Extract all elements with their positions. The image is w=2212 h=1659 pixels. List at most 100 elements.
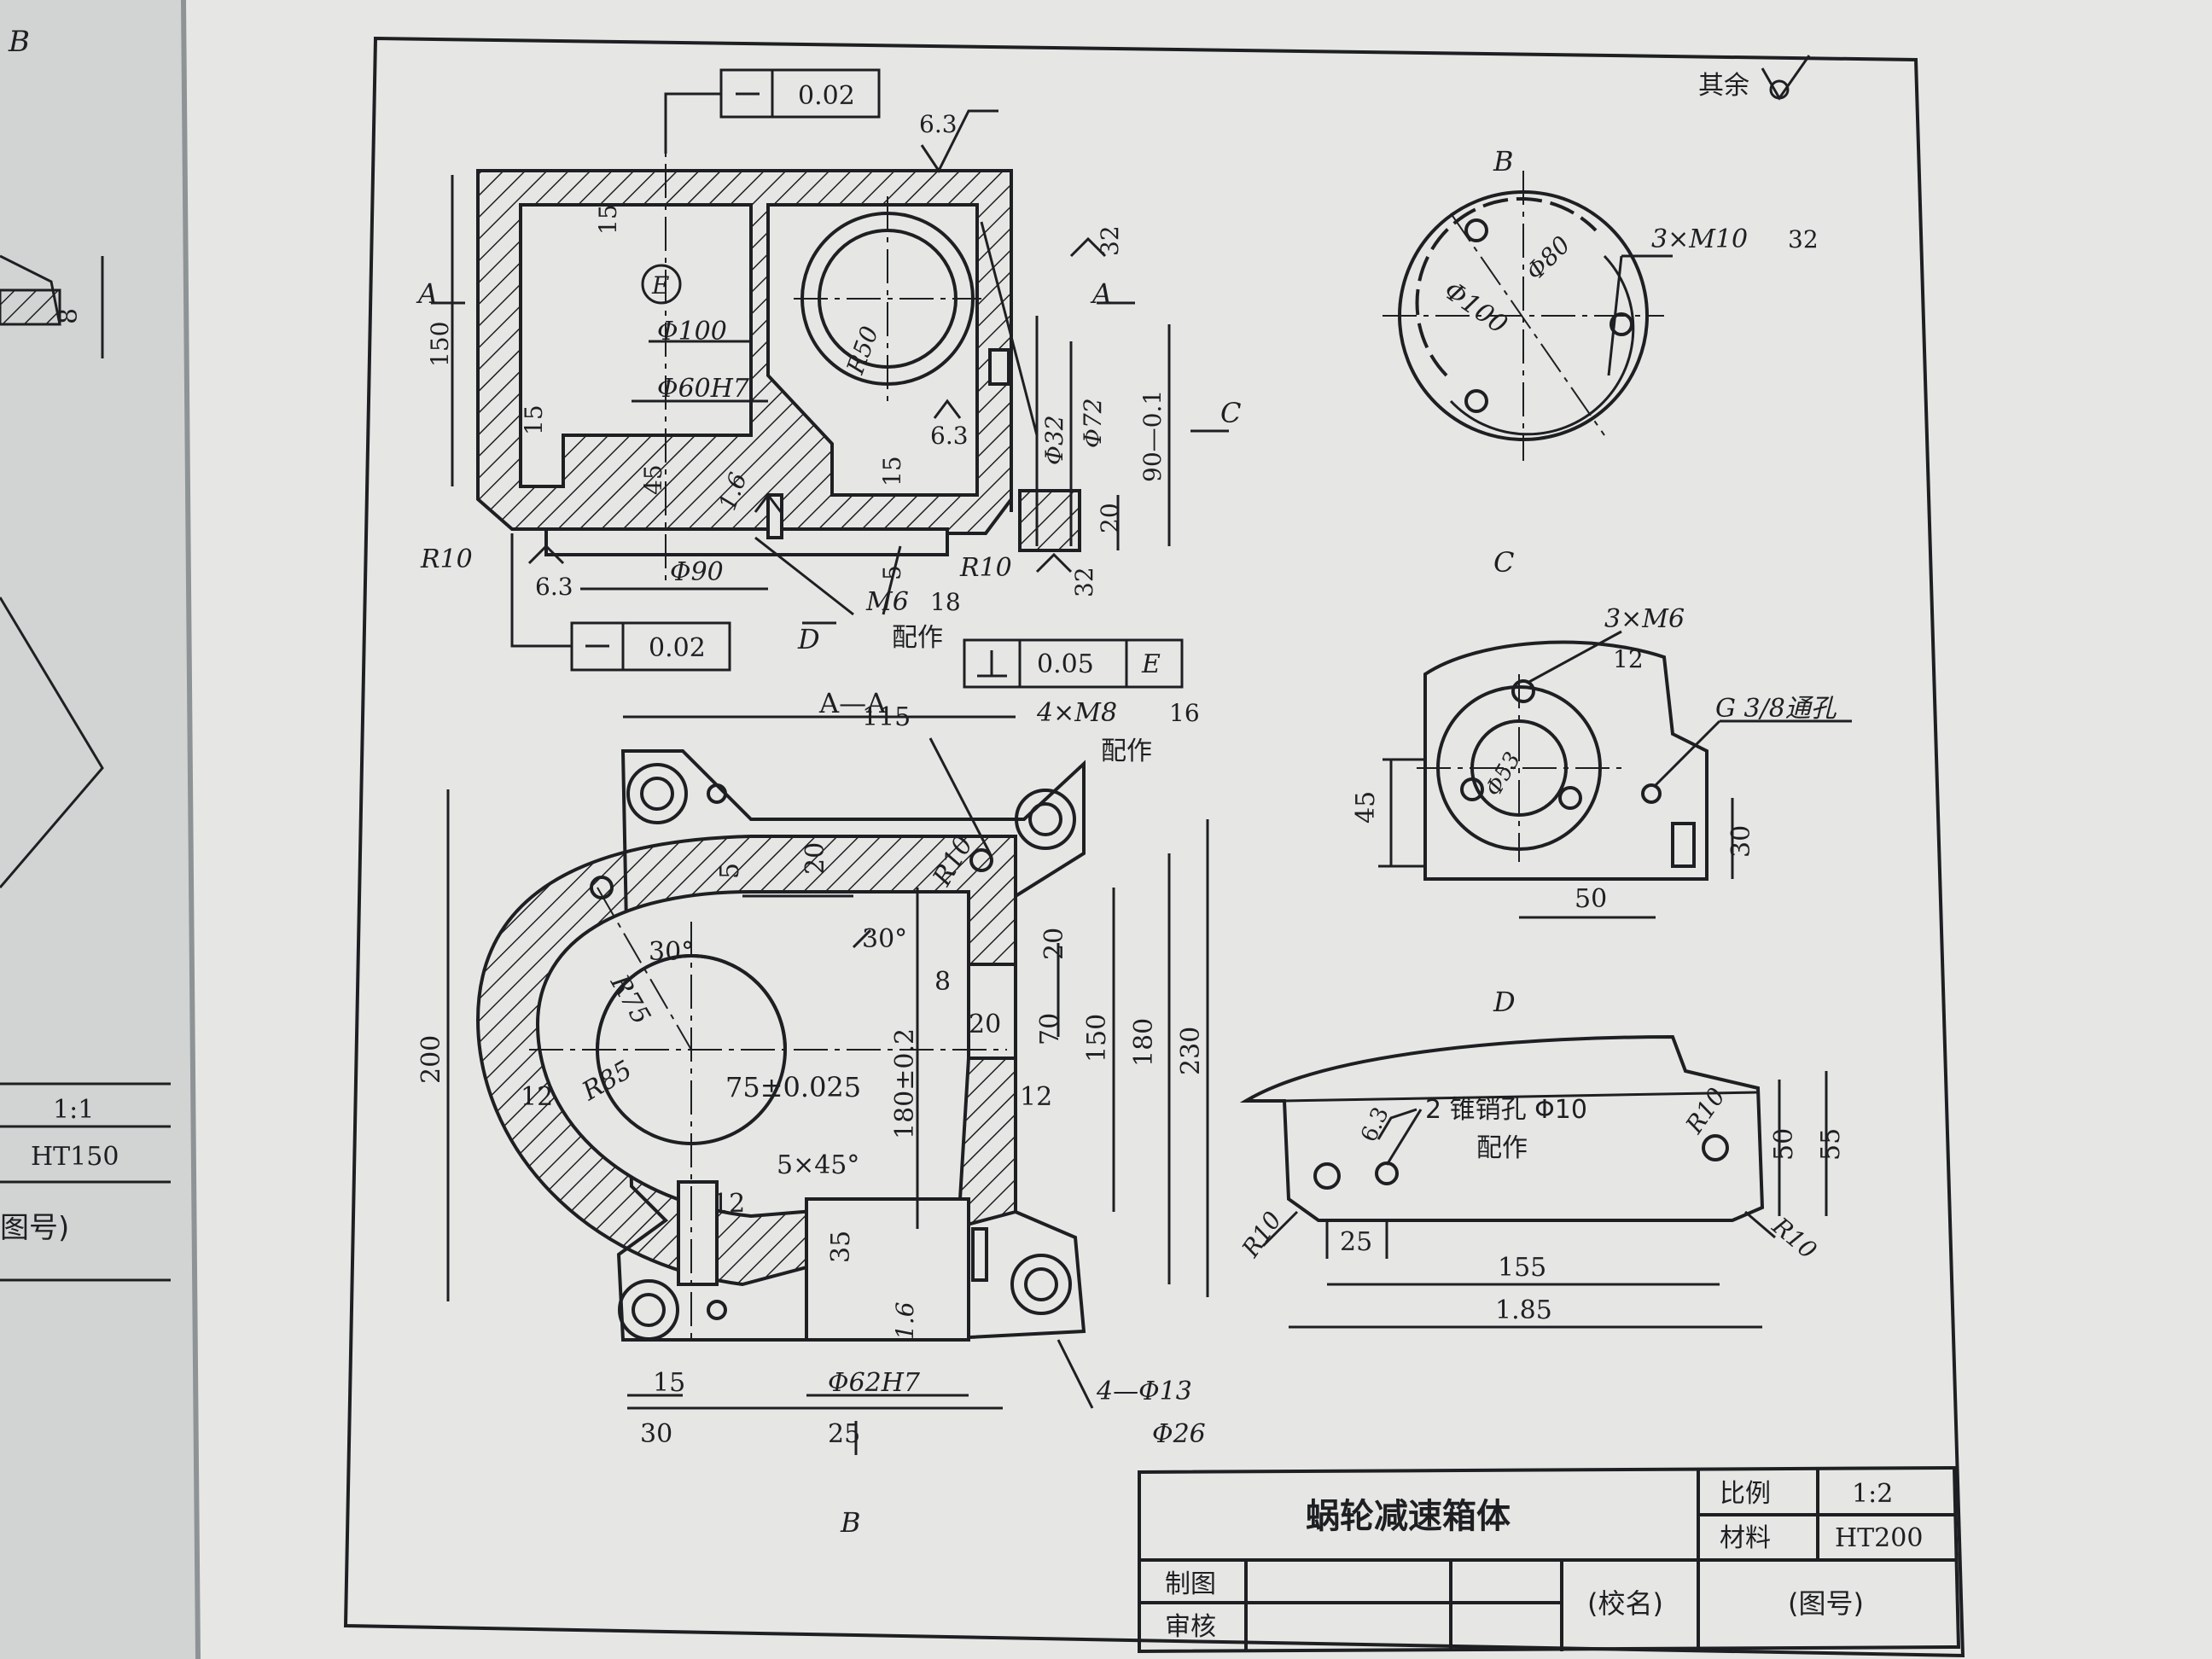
thread-m6-depth: 18	[930, 588, 961, 616]
arrow-c: C	[1220, 397, 1241, 429]
thread-m6: M6	[865, 587, 909, 617]
left-page-mark-b: B	[8, 25, 30, 59]
aa-counterbore: Φ26	[1152, 1419, 1206, 1449]
front-view-annotation-lines	[431, 68, 1229, 689]
aa-dim-20-c: 20	[1039, 928, 1069, 960]
title-scale-value: 1:2	[1852, 1479, 1893, 1509]
aa-arrow-b: B	[840, 1506, 861, 1539]
aa-thread-m8: 4×M8	[1036, 698, 1117, 728]
view-c-label: C	[1493, 546, 1514, 579]
dim-phi32: Φ32	[1040, 415, 1068, 465]
aa-dim-70: 70	[1035, 1013, 1065, 1045]
view-c-dim-50: 50	[1575, 884, 1607, 914]
view-d-dim-155: 155	[1498, 1253, 1546, 1283]
aa-dim-20-a: 20	[800, 842, 830, 875]
dim-20: 20	[1096, 503, 1124, 533]
title-check-label: 审核	[1165, 1612, 1216, 1642]
left-page-dim-8: 8	[54, 308, 84, 324]
roughness-other-label: 其余	[1698, 71, 1749, 101]
aa-dim-180: 180	[1129, 1018, 1159, 1067]
drawing-border	[343, 36, 1965, 1658]
aa-dim-115: 115	[862, 702, 911, 732]
view-d-dim-185: 1.85	[1495, 1295, 1552, 1325]
aa-view	[475, 749, 1086, 1342]
view-c-pipe: G 3/8通孔	[1715, 694, 1837, 724]
rough-inner: 6.3	[930, 422, 969, 450]
dim-phi100: Φ100	[657, 317, 727, 346]
aa-dim-5: 5	[715, 863, 745, 879]
view-c-dim-45: 45	[1351, 791, 1381, 824]
front-view	[476, 111, 1081, 580]
aa-dim-20-b: 20	[969, 1010, 1001, 1039]
view-d-dim-50: 50	[1769, 1128, 1799, 1161]
aa-dim-12-left: 12	[521, 1082, 553, 1112]
aa-view-dimension-lines	[446, 715, 1209, 1455]
front-peizuo: 配作	[892, 623, 943, 653]
view-d-dim-25: 25	[1340, 1227, 1372, 1257]
aa-dim-75: 75±0.025	[725, 1071, 861, 1103]
aa-dim-25: 25	[828, 1419, 860, 1449]
aa-dim-200: 200	[416, 1035, 446, 1084]
view-d-peizuo: 配作	[1476, 1133, 1528, 1163]
dim-phi90: Φ90	[670, 557, 724, 587]
aa-dim-35: 35	[826, 1231, 856, 1263]
title-material-label: 材料	[1720, 1523, 1771, 1553]
title-drawing-no: (图号)	[1788, 1587, 1864, 1620]
view-b-thread: 3×M10	[1651, 224, 1748, 254]
arrow-d: D	[797, 623, 820, 655]
title-scale-label: 比例	[1720, 1479, 1771, 1509]
dim-150: 150	[426, 322, 454, 367]
datum-e-circle	[641, 264, 682, 305]
left-page-material: HT150	[31, 1142, 119, 1172]
title-part-name: 蜗轮减速箱体	[1306, 1497, 1511, 1536]
book-spine	[181, 0, 201, 1659]
flatness-top-value: 0.02	[798, 81, 855, 111]
view-d-label: D	[1493, 986, 1516, 1018]
aa-dim-150: 150	[1082, 1014, 1112, 1062]
dim-90: 90—0.1	[1138, 390, 1167, 482]
dim-phi60h7: Φ60H7	[657, 374, 750, 404]
dim-15-left: 15	[520, 405, 548, 435]
view-c-thread: 3×M6	[1604, 604, 1685, 634]
view-d-pins: 2 锥销孔 Φ10	[1425, 1095, 1587, 1125]
flatness-bottom-value: 0.02	[649, 633, 706, 663]
aa-dim-12-bottom: 12	[713, 1189, 745, 1219]
section-a-right: A	[1090, 277, 1112, 310]
roughness-other-symbol	[1761, 55, 1811, 101]
aa-label: A—A	[818, 687, 887, 719]
perpendicularity-value: 0.05	[1037, 649, 1094, 679]
view-b	[1382, 171, 1673, 461]
datum-e: E	[651, 271, 669, 300]
aa-dim-180-tol: 180±0.2	[890, 1028, 920, 1139]
left-page-drawing	[0, 254, 171, 1282]
dim-phi72: Φ72	[1079, 398, 1107, 448]
view-c-depth: 12	[1613, 645, 1644, 673]
view-c-dim-30: 30	[1726, 825, 1756, 858]
title-school: (校名)	[1587, 1587, 1663, 1620]
aa-dim-230: 230	[1176, 1027, 1206, 1075]
dim-5: 5	[878, 565, 906, 580]
aa-rough-1-6: 1.6	[891, 1301, 919, 1340]
dim-r10-left: R10	[420, 544, 473, 574]
dim-45: 45	[639, 464, 667, 495]
rough-top: 6.3	[919, 110, 958, 138]
rough-bottom: 6.3	[535, 573, 573, 601]
aa-angle-30-left: 30°	[649, 937, 694, 967]
title-block	[1138, 1465, 1961, 1654]
aa-peizuo: 配作	[1101, 736, 1152, 766]
left-page-drawing-no: 图号)	[0, 1211, 69, 1245]
view-b-label: B	[1493, 145, 1514, 178]
aa-thread-m8-depth: 16	[1169, 699, 1200, 727]
view-d	[1239, 1034, 1828, 1329]
view-d-dim-55: 55	[1816, 1128, 1846, 1161]
dim-15-mid: 15	[878, 456, 906, 486]
aa-dim-30: 30	[640, 1419, 672, 1449]
view-b-depth: 32	[1788, 225, 1819, 253]
aa-dim-phi62: Φ62H7	[828, 1368, 921, 1398]
aa-holes: 4—Φ13	[1096, 1377, 1192, 1406]
view-c	[1378, 630, 1852, 919]
aa-dim-12-right: 12	[1020, 1082, 1052, 1112]
rough-right: 32	[1096, 225, 1124, 256]
